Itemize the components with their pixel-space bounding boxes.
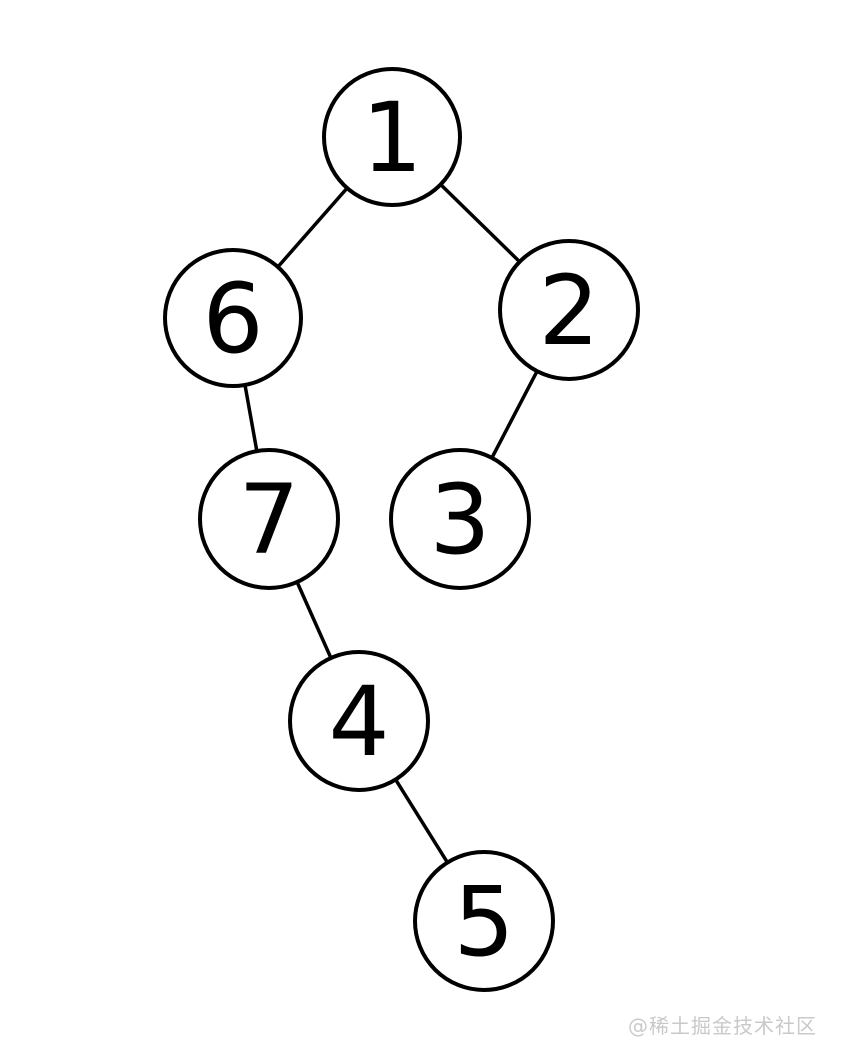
tree-node-7: 7	[198, 448, 340, 590]
tree-node-label: 2	[538, 255, 599, 367]
tree-node-1: 1	[322, 67, 462, 207]
tree-node-circle	[413, 850, 555, 992]
tree-node-label: 4	[328, 666, 389, 778]
tree-node-label: 1	[361, 82, 422, 194]
tree-node-label: 3	[429, 464, 490, 576]
tree-node-4: 4	[288, 650, 430, 792]
tree-node-circle	[163, 248, 303, 388]
tree-node-circle	[288, 650, 430, 792]
tree-node-circle	[498, 239, 640, 381]
tree-node-6: 6	[163, 248, 303, 388]
tree-node-circle	[198, 448, 340, 590]
tree-node-5: 5	[413, 850, 555, 992]
tree-node-label: 5	[453, 866, 514, 978]
tree-node-label: 7	[238, 464, 299, 576]
tree-node-circle	[389, 448, 531, 590]
watermark: @稀土掘金技术社区	[628, 1014, 817, 1038]
tree-node-3: 3	[389, 448, 531, 590]
tree-node-label: 6	[202, 263, 263, 375]
tree-node-2: 2	[498, 239, 640, 381]
tree-node-circle	[322, 67, 462, 207]
